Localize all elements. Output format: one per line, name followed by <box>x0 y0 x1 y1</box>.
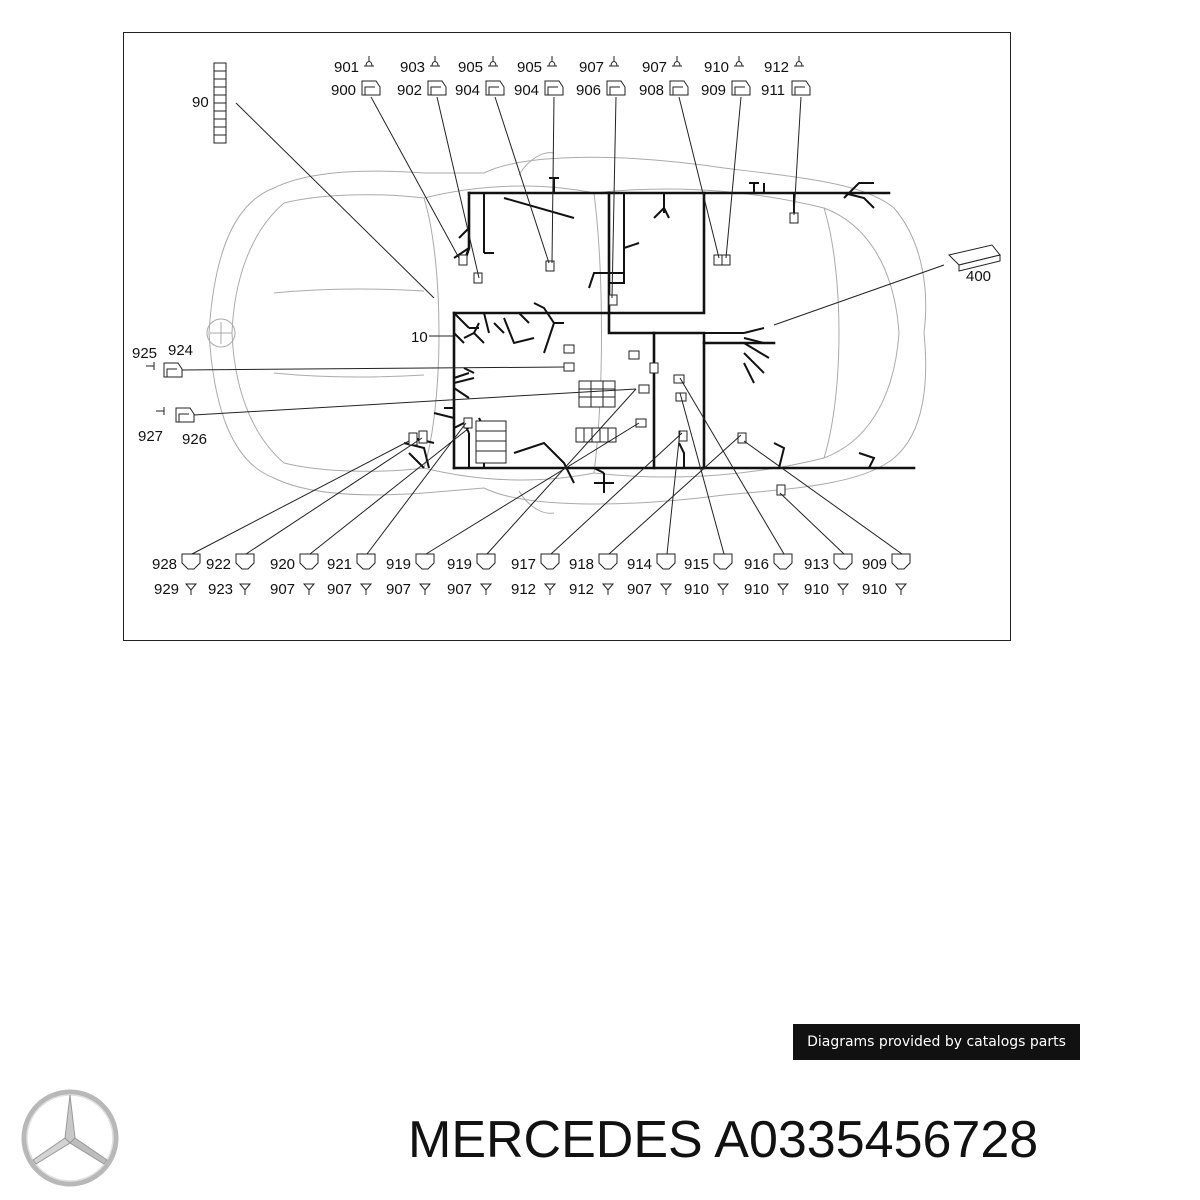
bottom-label-lower: 907 <box>627 581 652 598</box>
connector-block-label: 90 <box>192 94 209 111</box>
bottom-label-lower: 910 <box>744 581 769 598</box>
bottom-label-lower: 912 <box>511 581 536 598</box>
connector-block-90: 90 <box>192 62 435 299</box>
bottom-label-lower: 910 <box>862 581 887 598</box>
left-label-inner: 926 <box>182 431 207 448</box>
left-connector-1: 925 924 <box>132 342 193 378</box>
top-label-upper: 907 <box>642 59 667 76</box>
bottom-label-upper: 928 <box>152 556 177 573</box>
bottom-label-upper: 918 <box>569 556 594 573</box>
bottom-label-upper: 909 <box>862 556 887 573</box>
bottom-label-lower: 912 <box>569 581 594 598</box>
bottom-label-lower: 907 <box>386 581 411 598</box>
left-connector-labels: 925 924 927 926 <box>132 342 207 448</box>
bottom-label-lower: 907 <box>270 581 295 598</box>
top-label-upper: 912 <box>764 59 789 76</box>
left-connector-2: 927 926 <box>138 407 207 448</box>
top-label-upper: 901 <box>334 59 359 76</box>
bottom-label-upper: 922 <box>206 556 231 573</box>
bottom-label-upper: 917 <box>511 556 536 573</box>
left-label-outer: 925 <box>132 345 157 362</box>
top-label-lower: 906 <box>576 82 601 99</box>
bottom-connector-labels: 9289299229239209079219079199079199079179… <box>152 553 911 598</box>
bottom-label-upper: 914 <box>627 556 652 573</box>
bottom-label-lower: 929 <box>154 581 179 598</box>
credit-badge: Diagrams provided by catalogs parts <box>793 1024 1080 1060</box>
top-label-lower: 902 <box>397 82 422 99</box>
bottom-label-lower: 907 <box>327 581 352 598</box>
top-label-lower: 909 <box>701 82 726 99</box>
wiring-diagram-svg: 90 400 10 901900903902905904905904907906… <box>132 56 1001 598</box>
top-label-upper: 910 <box>704 59 729 76</box>
top-connector-labels: 9019009039029059049059049079069079089109… <box>331 56 811 99</box>
mercedes-star-icon <box>21 1089 119 1187</box>
bottom-label-lower: 923 <box>208 581 233 598</box>
bottom-label-lower: 907 <box>447 581 472 598</box>
bottom-label-upper: 919 <box>386 556 411 573</box>
main-harness <box>452 191 916 470</box>
top-label-lower: 900 <box>331 82 356 99</box>
bottom-label-upper: 919 <box>447 556 472 573</box>
bottom-label-lower: 910 <box>684 581 709 598</box>
car-outline <box>206 152 927 514</box>
harness-branches <box>403 177 876 493</box>
top-label-upper: 907 <box>579 59 604 76</box>
top-label-lower: 908 <box>639 82 664 99</box>
top-label-upper: 903 <box>400 59 425 76</box>
top-label-lower: 904 <box>455 82 480 99</box>
bottom-label-upper: 920 <box>270 556 295 573</box>
left-label-inner: 924 <box>168 342 193 359</box>
product-title: MERCEDES A0335456728 <box>408 1111 1039 1169</box>
top-label-lower: 911 <box>761 82 785 99</box>
top-label-lower: 904 <box>514 82 539 99</box>
top-label-upper: 905 <box>517 59 542 76</box>
module-400: 400 <box>773 244 1001 326</box>
bottom-label-lower: 910 <box>804 581 829 598</box>
bottom-label-upper: 921 <box>327 556 352 573</box>
bottom-label-upper: 915 <box>684 556 709 573</box>
fuse-blocks <box>475 380 617 464</box>
bottom-label-upper: 916 <box>744 556 769 573</box>
leader-lines <box>181 96 903 555</box>
bottom-label-upper: 913 <box>804 556 829 573</box>
top-label-upper: 905 <box>458 59 483 76</box>
module-label: 400 <box>966 268 991 285</box>
harness-label: 10 <box>411 329 428 346</box>
harness-connectors <box>408 212 799 496</box>
left-label-outer: 927 <box>138 428 163 445</box>
